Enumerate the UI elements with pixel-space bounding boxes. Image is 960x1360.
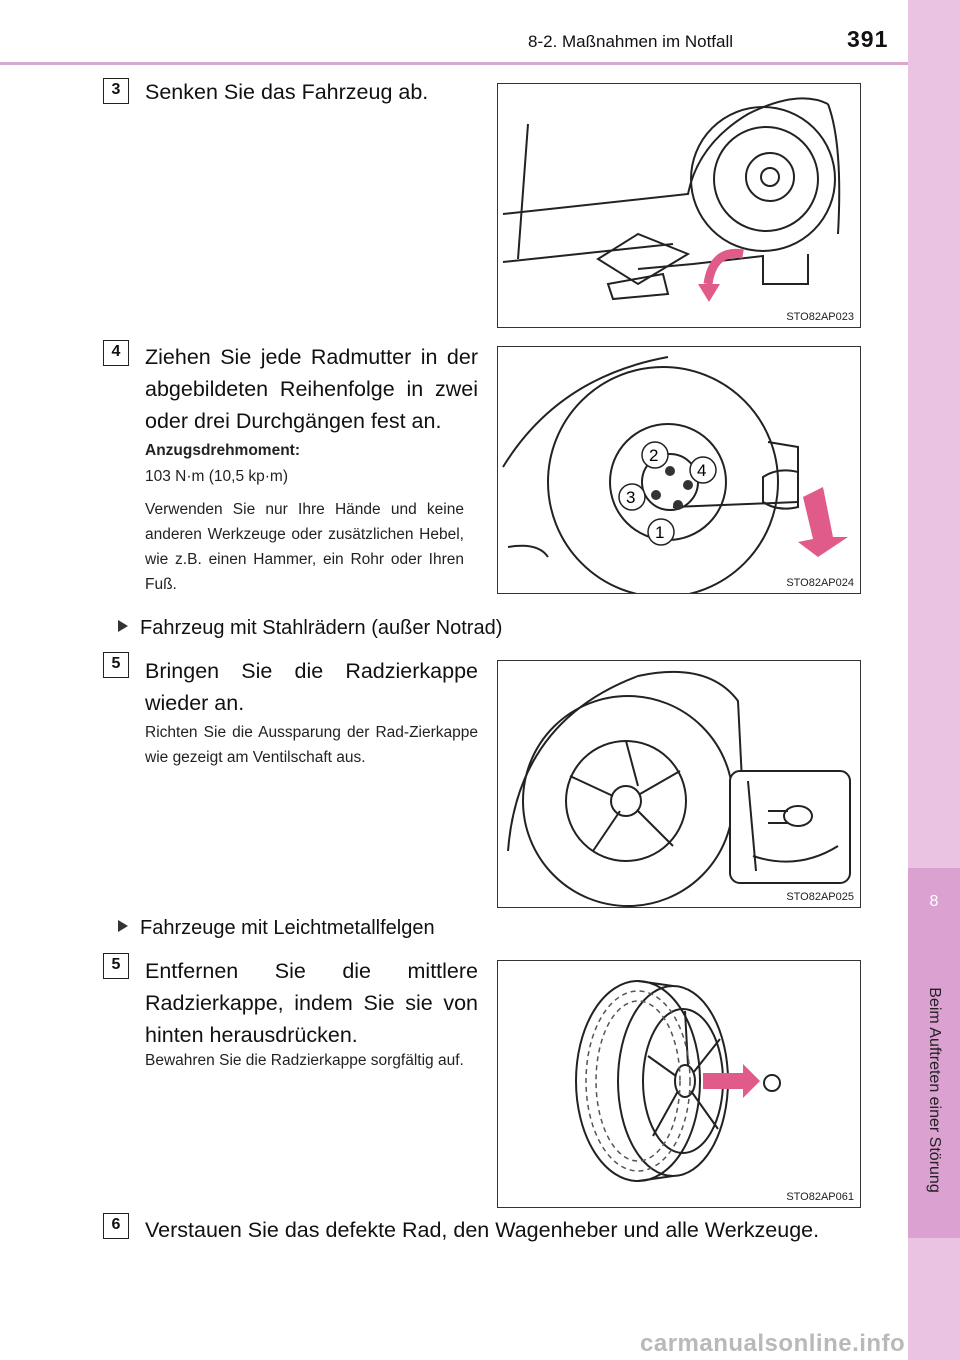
figure-code: STO82AP024 bbox=[786, 577, 854, 589]
header-rule bbox=[0, 62, 908, 65]
rotation-arrow-icon bbox=[798, 487, 848, 557]
figure-tighten-nuts: 2 4 3 1 STO82AP024 bbox=[497, 346, 861, 594]
step-badge-3: 3 bbox=[103, 78, 129, 104]
step-4-note: Verwenden Sie nur Ihre Hände und keine a… bbox=[145, 501, 464, 593]
chapter-tab-highlight bbox=[908, 868, 960, 1238]
torque-label: Anzugsdrehmoment: bbox=[145, 442, 300, 459]
step-badge-5: 5 bbox=[103, 652, 129, 678]
figure-code: STO82AP023 bbox=[786, 311, 854, 323]
chapter-number: 8 bbox=[929, 893, 939, 910]
figure-code: STO82AP061 bbox=[786, 1191, 854, 1203]
step-5b-text: Entfernen Sie die mittlere Radzierkappe,… bbox=[145, 959, 478, 1047]
step-6-text: Verstauen Sie das defekte Rad, den Wagen… bbox=[145, 1218, 820, 1242]
alloy-wheel-illustration bbox=[575, 980, 781, 1182]
torque-value: 103 N·m (10,5 kp·m) bbox=[145, 468, 288, 485]
condition-text: Fahrzeuge mit Leichtmetallfelgen bbox=[140, 917, 435, 939]
figure-lower-vehicle: STO82AP023 bbox=[497, 83, 861, 328]
figure-center-cap: STO82AP061 bbox=[497, 960, 861, 1208]
step-badge-4: 4 bbox=[103, 340, 129, 366]
condition-text: Fahrzeug mit Stahlrädern (außer Notrad) bbox=[140, 617, 503, 639]
step-badge-5b: 5 bbox=[103, 953, 129, 979]
figure-code: STO82AP025 bbox=[786, 891, 854, 903]
nut-tightening-illustration: 2 4 3 1 bbox=[502, 356, 848, 593]
jack-lowering-illustration bbox=[502, 97, 841, 302]
triangle-bullet-icon bbox=[118, 920, 128, 932]
nut-order-label: 4 bbox=[697, 461, 706, 480]
nut-order-label: 3 bbox=[626, 488, 635, 507]
watermark: carmanualsonline.info bbox=[640, 1330, 906, 1357]
triangle-bullet-icon bbox=[118, 620, 128, 632]
wheel-cap-illustration bbox=[507, 670, 851, 907]
step-5-text: Bringen Sie die Radzierkappe wieder an. bbox=[145, 659, 478, 715]
chapter-title: Beim Auftreten einer Störung bbox=[926, 987, 943, 1193]
push-arrow-icon bbox=[703, 1064, 760, 1098]
condition-steel-wheels: Fahrzeug mit Stahlrädern (außer Notrad) bbox=[118, 617, 502, 640]
step-3-text: Senken Sie das Fahrzeug ab. bbox=[145, 80, 429, 104]
nut-order-label: 2 bbox=[649, 446, 658, 465]
step-5-note: Richten Sie die Aussparung der Rad-Zierk… bbox=[145, 724, 478, 766]
section-title: 8-2. Maßnahmen im Notfall bbox=[528, 32, 734, 51]
nut-order-label: 1 bbox=[655, 523, 664, 542]
step-badge-6: 6 bbox=[103, 1213, 129, 1239]
page-number: 391 bbox=[847, 26, 889, 52]
step-4-text: Ziehen Sie jede Radmutter in der abgebil… bbox=[145, 345, 478, 433]
step-5b-note: Bewahren Sie die Radzierkappe sorgfältig… bbox=[145, 1052, 464, 1069]
figure-wheel-cap: STO82AP025 bbox=[497, 660, 861, 908]
condition-alloy-wheels: Fahrzeuge mit Leichtmetallfelgen bbox=[118, 917, 435, 940]
